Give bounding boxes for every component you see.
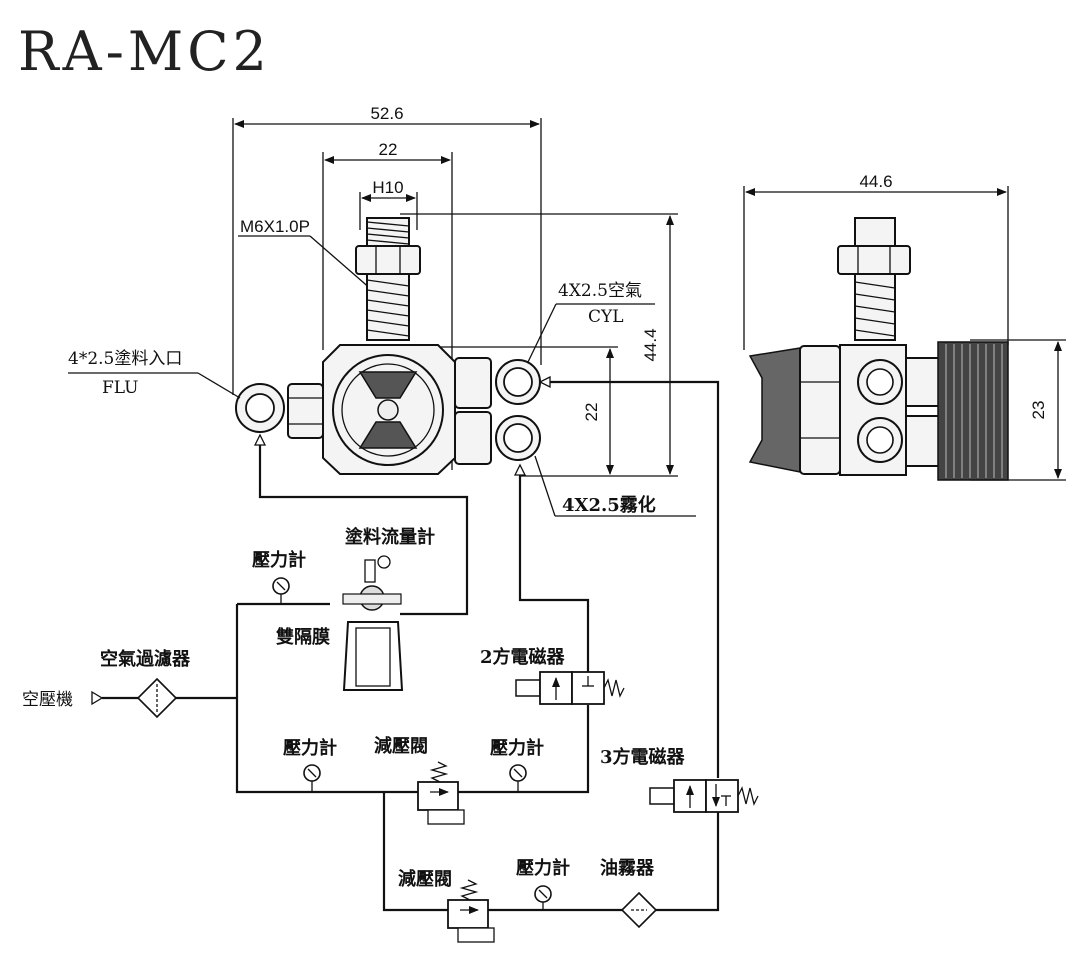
lubricator-symbol: 油霧器 [600,857,658,929]
compressor-label: 空壓機 [22,690,73,710]
gauge-bottom-label: 壓力計 [516,857,570,879]
solenoid-2way-symbol: 2方電磁器 [480,646,625,705]
dimension-hex: H10 [359,178,418,230]
regulator-top-label: 減壓閥 [374,735,428,757]
dim-52-6: 52.6 [370,104,403,123]
dim-22-top: 22 [379,140,398,159]
fluid-code-label: FLU [102,378,138,398]
dim-23: 23 [1029,401,1048,420]
flowmeter-symbol: 塗料流量計 [342,526,435,611]
solenoid-3way-symbol: 3方電磁器 [600,746,759,813]
flowmeter-label: 塗料流量計 [345,526,435,548]
gauge-left-label: 壓力計 [283,737,337,759]
dimension-width-overall: 52.6 [232,104,542,395]
diaphragm-pump-symbol: 雙隔膜 [276,621,404,691]
fluid-inlet-label: 4*2.5塗料入口 [68,348,182,369]
gauge-right-label: 壓力計 [490,737,544,759]
regulator-bottom-symbol: 減壓閥 [398,868,495,943]
fluid-inlet-callout: 4*2.5塗料入口 FLU [68,348,241,399]
dimension-height-ports: 22 [430,346,618,475]
circuit-lines [102,375,720,912]
lubricator-label: 油霧器 [600,857,655,879]
thread-label: M6X1.0P [240,217,310,236]
gauge-top-symbol: 壓力計 [252,549,306,604]
front-view [235,217,541,475]
dim-44-6: 44.6 [859,172,892,191]
atomize-port-callout: 4X2.5霧化 [534,455,696,517]
air-code-label: CYL [588,307,624,327]
gauge-top-label: 壓力計 [252,549,306,571]
dim-h10: H10 [372,178,403,197]
regulator-bottom-label: 減壓閥 [398,868,452,890]
thread-callout: M6X1.0P [238,217,373,291]
gauge-bottom-symbol: 壓力計 [516,857,570,910]
compressor-symbol: 空壓機 [22,690,104,710]
air-filter-symbol: 空氣過濾器 [100,648,191,719]
side-view-dimensions: 44.6 23 [743,172,1066,481]
air-port-label: 4X2.5空氣 [558,281,642,301]
dim-22-side: 22 [582,403,601,422]
valve-3way-label: 3方電磁器 [600,746,686,768]
dimension-height-overall: 44.4 [400,213,678,477]
atomize-port-label: 4X2.5霧化 [562,494,656,516]
valve-2way-label: 2方電磁器 [480,646,566,668]
gauge-left-symbol: 壓力計 [283,737,337,792]
gauge-right-symbol: 壓力計 [490,737,544,792]
diaphragm-label: 雙隔膜 [276,626,330,648]
regulator-top-symbol: 減壓閥 [374,735,465,825]
dim-44-4: 44.4 [641,328,660,361]
model-title: RA-MC2 [18,20,271,83]
side-view [748,217,1009,481]
air-port-callout: 4X2.5空氣 CYL [527,281,655,363]
air-filter-label: 空氣過濾器 [100,648,191,670]
